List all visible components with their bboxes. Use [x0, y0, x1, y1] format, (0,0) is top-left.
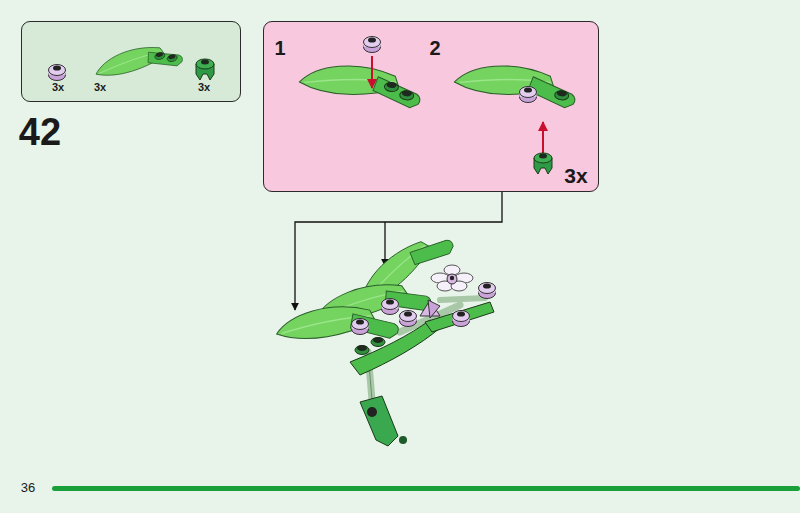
leaf-piece	[453, 61, 577, 108]
quantity-label: 3x	[52, 82, 64, 93]
quantity-label: 3x	[564, 165, 587, 186]
leaf-piece	[92, 39, 183, 86]
callout-arrow	[384, 222, 385, 266]
step-number: 42	[19, 113, 61, 151]
lilac-plate	[49, 65, 66, 81]
page-number: 36	[21, 481, 35, 494]
red-arrow	[542, 122, 544, 156]
parts-panel: 3x 3x 3x	[21, 21, 241, 102]
quantity-label: 3x	[94, 82, 106, 93]
lilac-plate	[364, 37, 381, 53]
substep-panel-fill	[263, 21, 599, 192]
leaf-piece	[298, 61, 422, 108]
green-clip	[196, 59, 214, 80]
substep-number: 2	[429, 38, 440, 58]
assembled-model	[274, 222, 495, 446]
lilac-plate	[520, 87, 537, 103]
green-clip	[534, 153, 552, 174]
substep-panel: 1 2 3x	[263, 21, 599, 192]
parts-panel-fill	[21, 21, 241, 102]
red-arrow	[371, 56, 373, 88]
page-bar	[52, 486, 800, 491]
quantity-label: 3x	[198, 82, 210, 93]
substep-number: 1	[274, 38, 285, 58]
